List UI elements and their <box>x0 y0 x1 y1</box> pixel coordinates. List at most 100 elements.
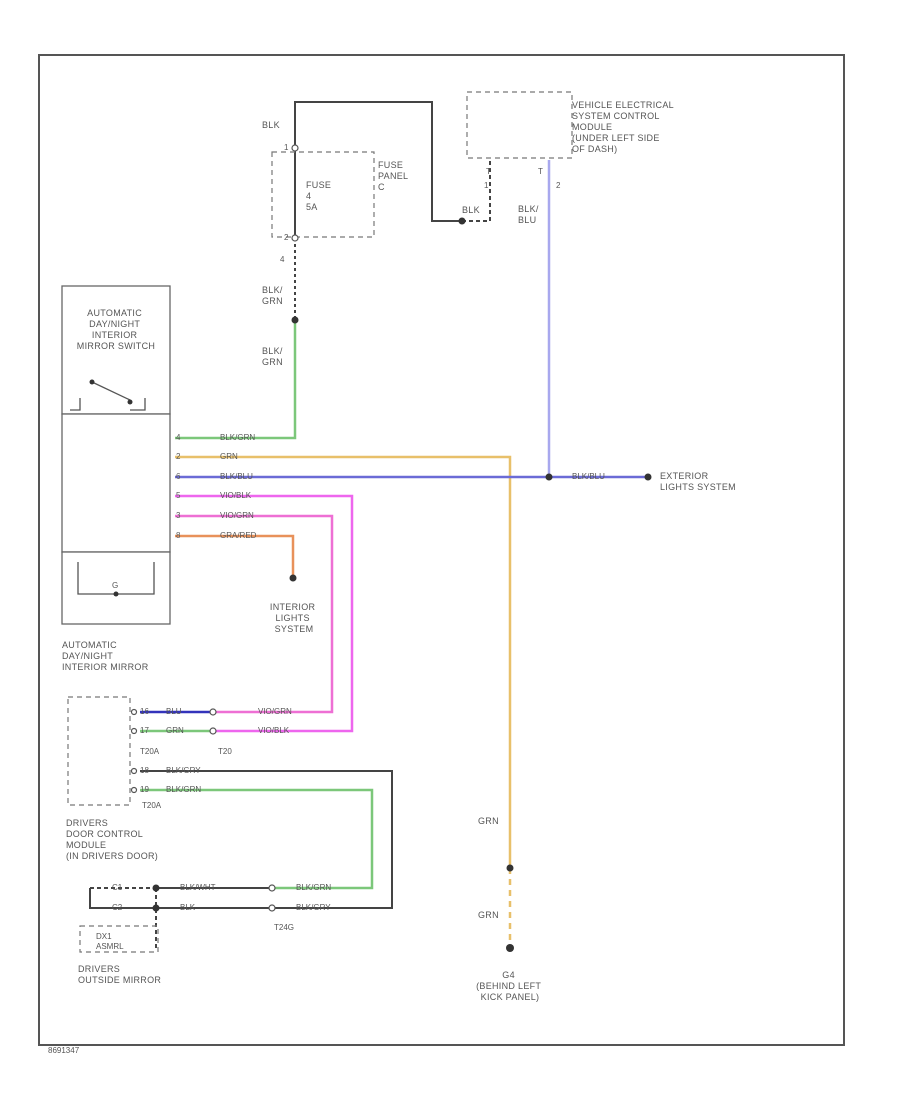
dd-pin-3: 18 <box>140 766 149 775</box>
ddcm-box <box>67 696 131 806</box>
splice-blk-grn <box>291 316 299 324</box>
ground-label: G4 (BEHIND LEFT KICK PANEL) <box>476 970 544 1002</box>
sw-wire-6: GRA/RED <box>220 531 257 540</box>
ddcm-label: DRIVERS DOOR CONTROL MODULE (IN DRIVERS … <box>66 818 158 861</box>
t20-pin-2 <box>209 727 217 735</box>
vecm-box <box>466 91 573 159</box>
connector-t24g: T24G <box>274 923 294 932</box>
exterior-lights-label: EXTERIOR LIGHTS SYSTEM <box>660 471 736 492</box>
wire-yellow-ground <box>175 455 512 868</box>
fuse-pin-bot-label: 2 <box>284 233 289 242</box>
connector-t20: T20 <box>218 747 232 756</box>
sw-wire-1: BLK/GRN <box>220 433 255 442</box>
dd-pin-2: 17 <box>140 726 149 735</box>
om1b-label: BLK/GRN <box>296 883 331 892</box>
om2a-label: BLK <box>180 903 196 912</box>
diagram-frame <box>38 54 845 1046</box>
footer-code: 8691347 <box>48 1046 80 1055</box>
mirror-lower-box <box>61 551 171 625</box>
dx1-label: DX1 ASMRL <box>96 932 124 951</box>
fuse-panel-label: FUSE PANEL C <box>378 160 411 192</box>
t24g-pin-1 <box>268 884 276 892</box>
interior-lights-label: INTERIOR LIGHTS SYSTEM <box>270 602 318 634</box>
c1-label: C1 <box>112 883 123 892</box>
d1b-label: VIO/GRN <box>258 707 292 716</box>
om1a-label: BLK/WHT <box>180 883 216 892</box>
d4-label: BLK/GRN <box>166 785 201 794</box>
ddcm-pin-4 <box>130 786 138 794</box>
wire-label-blk-mid: BLK <box>462 205 480 215</box>
sw-pin-3: 6 <box>176 472 181 481</box>
sw-pin-4: 5 <box>176 491 181 500</box>
switch-blade <box>91 381 131 401</box>
fuse-pin-top-label: 1 <box>284 143 289 152</box>
vecm-label: VEHICLE ELECTRICAL SYSTEM CONTROL MODULE… <box>572 100 676 154</box>
vecm-pin-t1: T <box>486 167 491 176</box>
om-dot-2 <box>152 904 160 912</box>
ddcm-pin-3 <box>130 767 138 775</box>
switch-symbol-r <box>130 398 146 411</box>
wire-om-box-left <box>89 888 156 909</box>
wire-gra-red <box>175 534 295 578</box>
outside-mirror-label: DRIVERS OUTSIDE MIRROR <box>78 964 161 985</box>
mirror-g-label: G <box>112 581 118 590</box>
fuse-label: FUSE 4 5A <box>306 180 334 212</box>
mirror-g-dot <box>113 591 119 597</box>
d2b-label: VIO/BLK <box>258 726 290 735</box>
fuse-pin-top <box>291 144 299 152</box>
fuse-box <box>271 151 375 238</box>
wire-green-feed <box>175 320 297 440</box>
om2b-label: BLK/GRY <box>296 903 331 912</box>
wire-label-blk-grn-2: BLK/ GRN <box>262 346 286 367</box>
mirror-body-box <box>61 413 171 553</box>
interior-connector <box>289 574 297 582</box>
d3-label: BLK/GRY <box>166 766 201 775</box>
splice-vecm <box>458 217 466 225</box>
vecm-pin-2: 2 <box>556 181 561 190</box>
splice-yellow <box>506 864 514 872</box>
splice-exterior <box>545 473 553 481</box>
d1a-label: BLU <box>166 707 182 716</box>
fuse-pin-label: 4 <box>280 255 285 264</box>
ext-wire-label: BLK/BLU <box>572 472 605 481</box>
sw-pin-6: 8 <box>176 531 181 540</box>
c2-label: C2 <box>112 903 123 912</box>
switch-contact-2 <box>127 399 133 405</box>
sw-pin-1: 4 <box>176 433 181 442</box>
dd-pin-1: 16 <box>140 707 149 716</box>
switch-contact-1 <box>89 379 95 385</box>
wire-label-blk-blu: BLK/ BLU <box>518 204 542 225</box>
grn-label-2: GRN <box>478 910 499 920</box>
connector-t20a-1: T20A <box>140 747 160 756</box>
wire-blk-fuse-loop <box>294 101 462 222</box>
sw-wire-3: BLK/BLU <box>220 472 253 481</box>
om-dot-1 <box>152 884 160 892</box>
t20-pin-1 <box>209 708 217 716</box>
exterior-connector <box>644 473 652 481</box>
sw-wire-5: VIO/GRN <box>220 511 254 520</box>
grn-label-1: GRN <box>478 816 499 826</box>
ddcm-pin-1 <box>130 708 138 716</box>
wire-ddcm-blk-gry <box>140 770 393 909</box>
switch-symbol <box>70 398 81 411</box>
dx1-box <box>79 925 159 953</box>
mirror-label: AUTOMATIC DAY/NIGHT INTERIOR MIRROR <box>62 640 149 672</box>
fuse-pin-bot <box>291 234 299 242</box>
vecm-pin-1: 1 <box>484 181 489 190</box>
wire-vio-grn <box>175 514 334 714</box>
d2a-label: GRN <box>166 726 184 735</box>
wire-label-blk-grn-1: BLK/ GRN <box>262 285 286 306</box>
t24g-pin-2 <box>268 904 276 912</box>
wire-ddcm-blk-grn <box>140 788 374 890</box>
ddcm-pin-2 <box>130 727 138 735</box>
dd-pin-4: 19 <box>140 785 149 794</box>
sw-pin-2: 2 <box>176 452 181 461</box>
wire-vio-blk <box>175 494 354 733</box>
sw-wire-2: GRN <box>220 452 238 461</box>
sw-pin-5: 3 <box>176 511 181 520</box>
ground-point <box>506 944 514 952</box>
connector-t20a-2: T20A <box>142 801 162 810</box>
sw-wire-4: VIO/BLK <box>220 491 252 500</box>
wire-label-blk-top: BLK <box>262 120 280 130</box>
